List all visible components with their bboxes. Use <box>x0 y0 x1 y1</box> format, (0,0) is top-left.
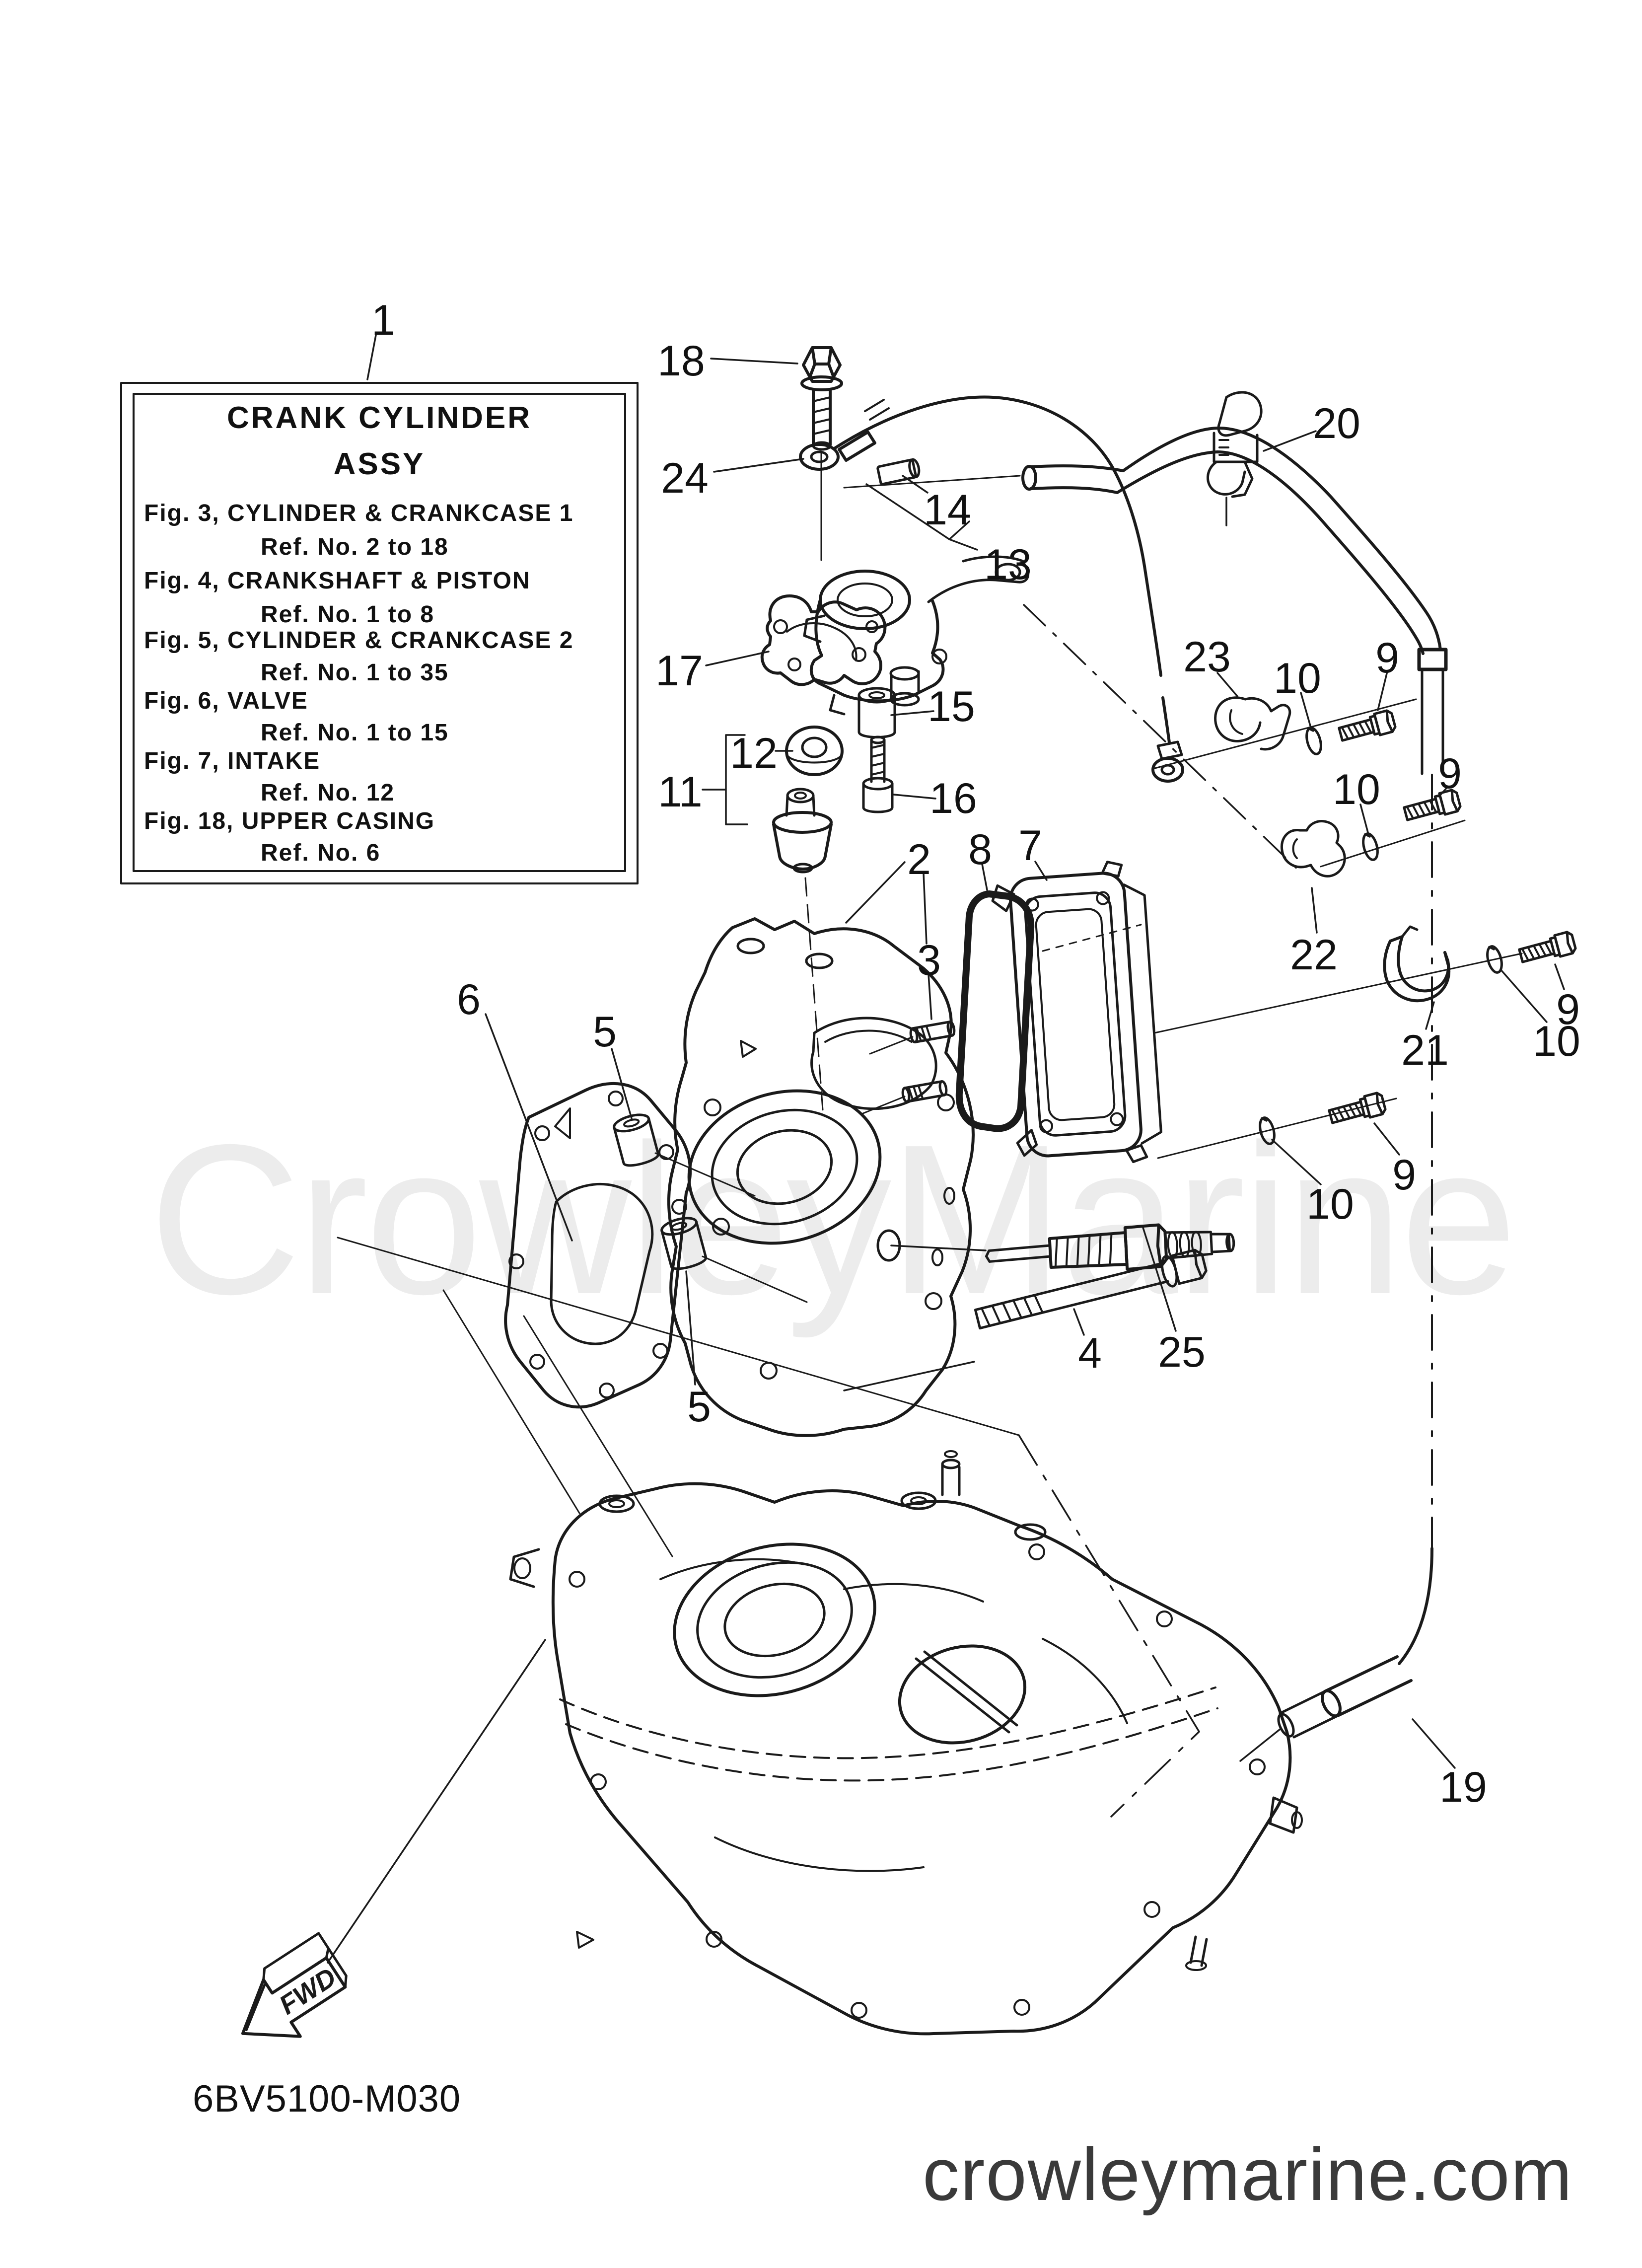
socket-bolt-16 <box>862 735 894 813</box>
ref-entry: Ref. No. 1 to 15 <box>261 720 449 746</box>
hose-holder-21 <box>1383 925 1451 1003</box>
fig-entry: Fig. 4, CRANKSHAFT & PISTON <box>144 568 530 594</box>
cover-gasket-8 <box>955 890 1035 1132</box>
cylinder-head-cover-7 <box>991 861 1162 1164</box>
callout-ref-12: 12 <box>730 730 778 777</box>
callout-ref-9: 9 <box>1375 634 1399 682</box>
lead-wire <box>834 395 1184 783</box>
callout-ref-5: 5 <box>593 1008 617 1056</box>
dowel-pin-14 <box>876 458 921 486</box>
callout-ref-17: 17 <box>655 647 703 695</box>
assembly-axis-line <box>1157 1097 1397 1159</box>
callout-ref-16: 16 <box>929 775 977 822</box>
ref-entry: Ref. No. 6 <box>261 840 380 866</box>
drawing-code: 6BV5100-M030 <box>193 2078 461 2120</box>
callout-ref-8: 8 <box>968 826 992 874</box>
hidden-edge-line <box>1042 924 1142 952</box>
head-gasket-6 <box>504 1082 692 1409</box>
ref-entry: Ref. No. 12 <box>261 780 395 806</box>
leader-lines <box>366 334 1565 1769</box>
callout-ref-9: 9 <box>1556 986 1580 1033</box>
fig-entry: Fig. 18, UPPER CASING <box>144 808 435 834</box>
assembly-axis-line <box>843 475 1021 489</box>
callout-ref-21: 21 <box>1401 1026 1449 1074</box>
callout-ref-10: 10 <box>1333 766 1380 813</box>
ref-entry: Ref. No. 1 to 8 <box>261 601 434 628</box>
assembly-axis-line <box>1320 819 1466 868</box>
assembly-axis-line <box>1152 698 1417 770</box>
website-footer: crowleymarine.com <box>923 2132 1573 2216</box>
callout-ref-9: 9 <box>1392 1151 1416 1199</box>
ref-entry: Ref. No. 1 to 35 <box>261 659 449 686</box>
info-box-subtitle: ASSY <box>334 447 426 481</box>
spark-plug-25 <box>985 1223 1235 1271</box>
assembly-axis-line <box>654 1152 808 1303</box>
info-box: CRANK CYLINDER ASSY Fig. 3, CYLINDER & C… <box>120 382 639 884</box>
washer-24 <box>799 443 840 471</box>
fig-entry: Fig. 7, INTAKE <box>144 748 320 774</box>
callout-ref-18: 18 <box>657 337 705 385</box>
bolt-9 <box>1518 931 1576 966</box>
callout-ref-10: 10 <box>1306 1180 1354 1228</box>
callout-ref-24: 24 <box>661 454 709 502</box>
fig-entry: Fig. 3, CYLINDER & CRANKCASE 1 <box>144 500 573 526</box>
fig-entry: Fig. 5, CYLINDER & CRANKCASE 2 <box>144 627 573 654</box>
breather-hose-19 <box>1021 427 1448 1762</box>
callout-ref-7: 7 <box>1018 822 1042 870</box>
callout-ref-2: 2 <box>907 836 931 883</box>
cylinder-block <box>667 917 975 1437</box>
callout-ref-19: 19 <box>1439 1763 1487 1811</box>
hose-clamp-20 <box>1207 391 1263 526</box>
fig-entry: Fig. 6, VALVE <box>144 688 308 714</box>
callout-ref-6: 6 <box>457 976 481 1024</box>
callout-ref-20: 20 <box>1313 400 1360 447</box>
crankcase-assembly <box>509 1450 1303 2036</box>
callout-ref-14: 14 <box>924 486 971 534</box>
info-box-title: CRANK CYLINDER <box>227 401 532 435</box>
callout-ref-1: 1 <box>371 296 395 344</box>
callout-ref-3: 3 <box>917 937 941 984</box>
watermark-text: CrowleyMarine <box>149 1100 1514 1340</box>
hose-clip-22 <box>1280 820 1346 878</box>
construction-lines <box>327 604 1301 1964</box>
pump-gasket-17 <box>760 594 887 686</box>
callout-labels: 1 18 24 20 14 13 17 23 10 9 15 12 16 11 … <box>371 296 1580 1811</box>
callout-ref-13: 13 <box>984 541 1032 588</box>
washer-10 <box>1360 832 1380 862</box>
bolt-9 <box>1338 710 1396 745</box>
callout-ref-10: 10 <box>1274 655 1321 702</box>
callout-ref-22: 22 <box>1290 931 1338 979</box>
assembly-axis-line <box>862 1036 914 1114</box>
ref-entry: Ref. No. 2 to 18 <box>261 534 449 560</box>
assembly-axis-line <box>1153 952 1523 1034</box>
valve-lifter-11 <box>772 788 833 1117</box>
fwd-arrow: FWD <box>241 1932 348 2038</box>
callout-ref-5: 5 <box>687 1383 711 1431</box>
seal-ring-12 <box>785 726 844 776</box>
callout-ref-11: 11 <box>658 768 702 816</box>
callout-ref-23: 23 <box>1183 633 1231 681</box>
wire-clip-23 <box>1214 696 1291 751</box>
callout-ref-4: 4 <box>1078 1329 1102 1377</box>
callout-ref-25: 25 <box>1158 1328 1206 1376</box>
callout-ref-15: 15 <box>928 683 975 731</box>
collar-15 <box>859 688 895 737</box>
callout-ref-9: 9 <box>1438 750 1462 798</box>
washer-10 <box>1304 727 1323 756</box>
callout-ref-10: 10 <box>1533 1018 1580 1065</box>
flange-bolt-18 <box>800 346 843 561</box>
long-bolt-4 <box>974 1248 1208 1330</box>
